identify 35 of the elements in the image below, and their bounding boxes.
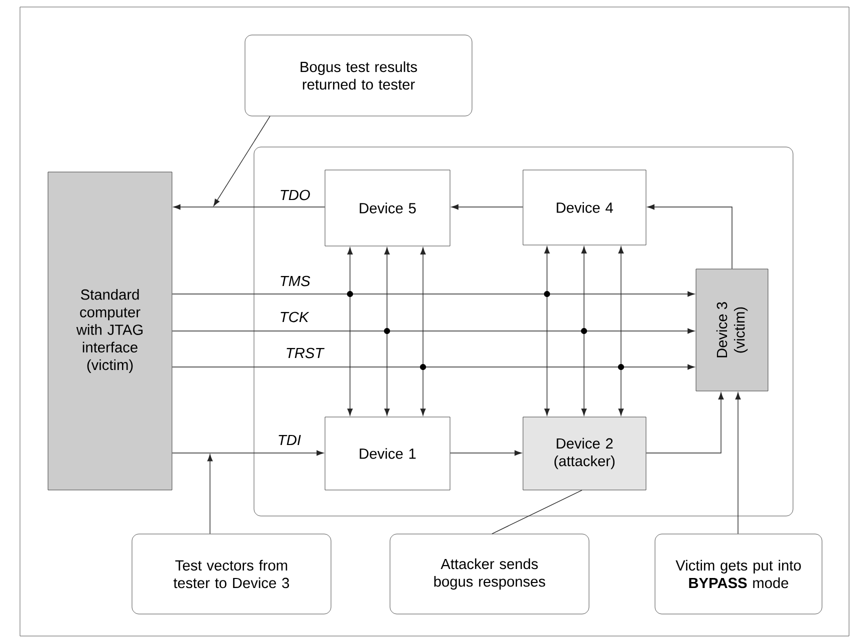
arrow (581, 246, 587, 416)
computer-box: Standard computer with JTAG interface (victim) (48, 172, 172, 490)
arrow (646, 392, 724, 454)
device-box: Device 1 (324, 416, 450, 490)
arrow (347, 247, 353, 416)
arrow (450, 450, 522, 456)
arrow (384, 247, 390, 416)
signal-label: TMS (280, 276, 310, 286)
leader-line (207, 454, 213, 534)
arrow (618, 246, 624, 416)
arrow (172, 291, 695, 297)
signal-label: TCK (280, 312, 310, 322)
leader-line (735, 392, 741, 534)
callout-box: Victim gets put into BYPASS mode (654, 534, 822, 614)
leader-line (213, 116, 270, 206)
arrow (420, 247, 426, 416)
arrow (173, 204, 326, 210)
arrow (647, 204, 732, 270)
arrow (172, 364, 695, 370)
leader-line (492, 490, 582, 534)
arrow (451, 204, 524, 210)
device-box: Device 4 (522, 170, 646, 246)
arrow (544, 246, 550, 416)
device-box: Device 5 (324, 170, 450, 246)
board-frame (254, 146, 794, 516)
arrow (172, 450, 324, 456)
signal-label: TRST (286, 348, 324, 358)
device-box: Device 2 (attacker) (522, 416, 646, 490)
callout-box: Test vectors from tester to Device 3 (132, 534, 332, 614)
callout-box: Attacker sends bogus responses (390, 534, 590, 614)
device-box: Device 3 (victim) (696, 268, 768, 392)
signal-label: TDO (280, 190, 310, 200)
arrow (172, 328, 695, 334)
callout-box: Bogus test results returned to tester (244, 34, 472, 116)
signal-label: TDI (278, 434, 301, 446)
